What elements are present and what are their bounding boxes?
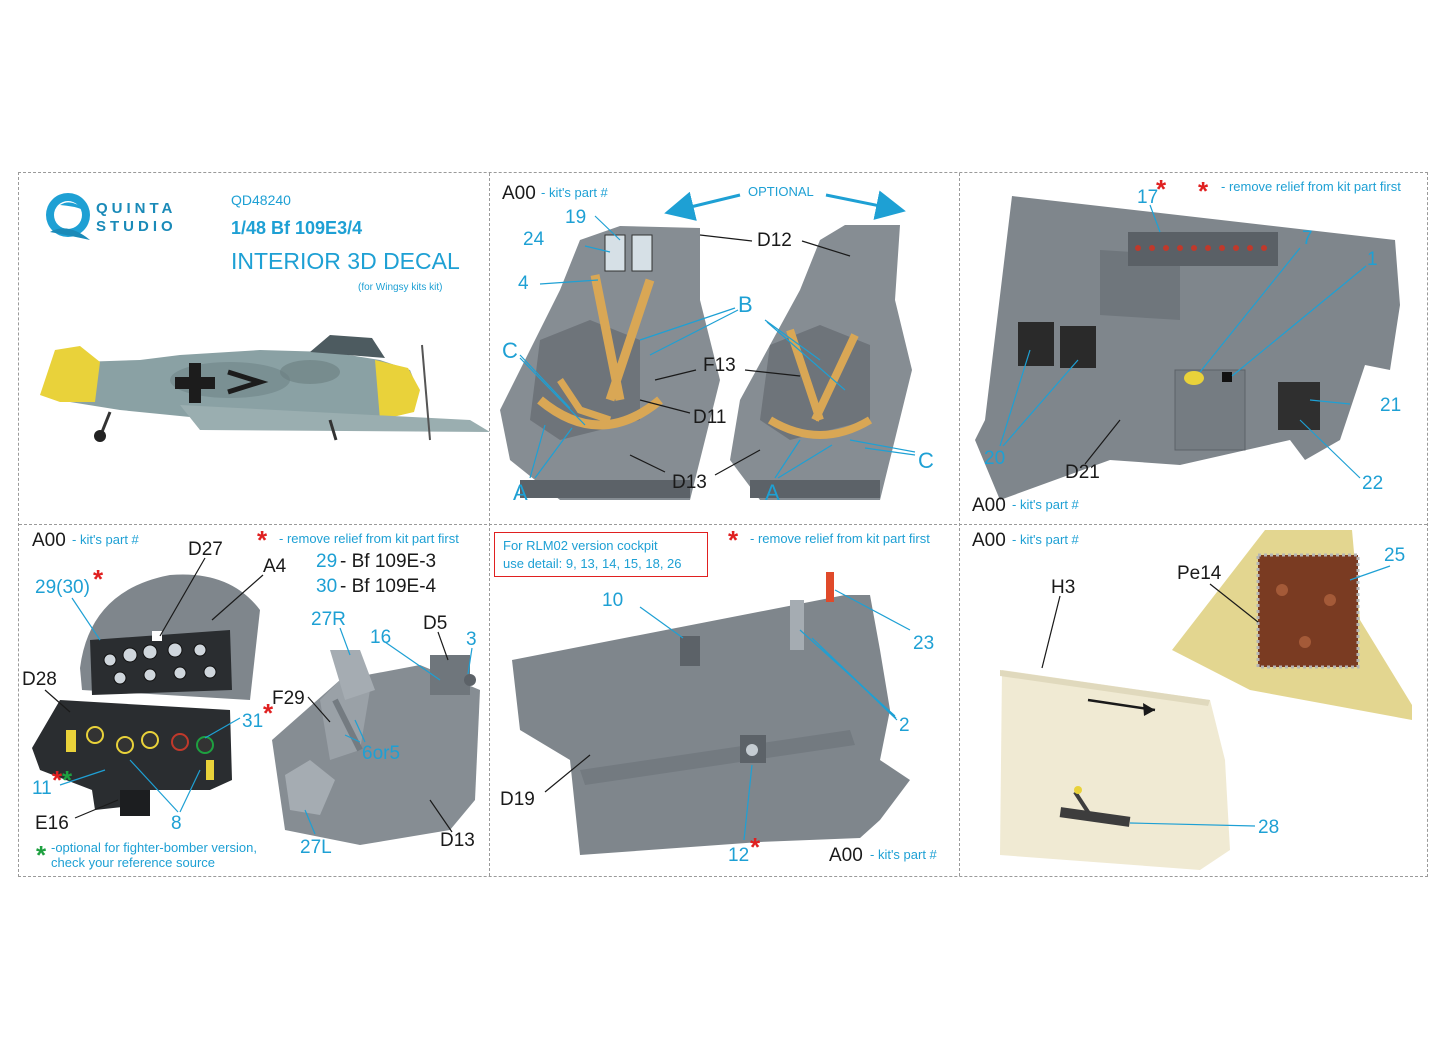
kit-part-text: - kit's part # <box>870 847 937 862</box>
rear-label-H3: H3 <box>1051 577 1076 598</box>
rear-label-28: 28 <box>1258 817 1280 838</box>
optional-label: OPTIONAL <box>748 184 814 199</box>
rlm02-note: For RLM02 version cockpit use detail: 9,… <box>494 532 708 578</box>
wall-label-22: 22 <box>1362 473 1384 494</box>
rlm02-note-line2: use detail: 9, 13, 14, 15, 18, 26 <box>503 555 682 571</box>
warning-asterisk: * <box>1198 176 1209 206</box>
optional-asterisk-11: * <box>62 765 73 795</box>
left-wall-label-D19: D19 <box>500 789 535 810</box>
kit-part-code: A00 <box>972 530 1006 551</box>
warning-asterisk-11: * <box>52 765 63 795</box>
seat-label-D13: D13 <box>672 472 707 493</box>
optional-asterisk: * <box>36 840 47 870</box>
warning-asterisk-29: * <box>93 564 104 594</box>
warning-asterisk: * <box>728 525 739 555</box>
dash-label-31: 31 <box>242 711 264 732</box>
kit-part-text: - kit's part # <box>72 532 139 547</box>
seat-label-4: 4 <box>518 273 529 294</box>
floor-label-3: 3 <box>466 629 477 650</box>
instruction-sheet <box>18 172 1428 877</box>
left-wall-label-10: 10 <box>602 590 624 611</box>
seat-label-19: 19 <box>565 207 587 228</box>
seat-label-D12: D12 <box>757 230 792 251</box>
seat-label-C-right: C <box>918 448 934 473</box>
dash-label-E16: E16 <box>35 813 69 834</box>
dash-label-D28: D28 <box>22 669 57 690</box>
floor-label-F29: F29 <box>272 688 305 709</box>
dash-label-11: 11 <box>32 778 52 799</box>
kit-part-code: A00 <box>32 530 66 551</box>
seat-label-F13: F13 <box>703 355 736 376</box>
floor-label-6or5: 6or5 <box>362 743 401 764</box>
seat-label-24: 24 <box>523 229 545 250</box>
floor-label-16: 16 <box>370 627 392 648</box>
seat-label-A-left: A <box>513 480 528 505</box>
kit-part-code: A00 <box>972 495 1006 516</box>
dash-label-D27: D27 <box>188 539 223 560</box>
rear-label-25: 25 <box>1384 545 1406 566</box>
kit-part-code: A00 <box>829 845 863 866</box>
warning-asterisk-31: * <box>263 698 274 728</box>
wall-label-D21: D21 <box>1065 462 1100 483</box>
divider-horizontal <box>19 524 1427 525</box>
wall-label-7: 7 <box>1302 228 1313 249</box>
floor-label-27R: 27R <box>311 609 346 630</box>
model-title: 1/48 Bf 109E3/4 <box>231 218 363 238</box>
rlm02-note-line1: For RLM02 version cockpit <box>503 538 658 553</box>
seat-label-B: B <box>738 292 753 317</box>
wall-label-20: 20 <box>984 448 1006 469</box>
remove-relief-note: - remove relief from kit part first <box>279 531 459 546</box>
dash-label-A4: A4 <box>263 556 287 577</box>
left-wall-label-23: 23 <box>913 633 935 654</box>
left-wall-label-2: 2 <box>899 715 910 736</box>
brand-line1: QUINTA <box>96 200 177 217</box>
rear-label-Pe14: Pe14 <box>1177 563 1222 584</box>
kit-part-text: - kit's part # <box>1012 497 1079 512</box>
kit-part-text: - kit's part # <box>541 185 608 200</box>
kit-part-code: A00 <box>502 183 536 204</box>
wall-label-21: 21 <box>1380 395 1402 416</box>
left-wall-label-12: 12 <box>728 845 750 866</box>
variant-30-text: - Bf 109E-4 <box>340 576 437 597</box>
optional-note-line2: check your reference source <box>51 855 216 870</box>
variant-30-number: 30 <box>316 576 338 597</box>
seat-label-C-left: C <box>502 338 518 363</box>
variant-29-text: - Bf 109E-3 <box>340 551 437 572</box>
variant-29-number: 29 <box>316 551 338 572</box>
floor-label-27L: 27L <box>300 837 332 858</box>
warning-asterisk-17: * <box>1156 174 1167 204</box>
floor-label-D13: D13 <box>440 830 475 851</box>
floor-label-D5: D5 <box>423 613 448 634</box>
remove-relief-note: - remove relief from kit part first <box>750 531 930 546</box>
dash-label-29-30: 29(30) <box>35 577 90 598</box>
optional-note-line1: -optional for fighter-bomber version, <box>51 840 257 855</box>
kit-note: (for Wingsy kits kit) <box>358 282 443 293</box>
kit-part-text: - kit's part # <box>1012 532 1079 547</box>
dash-label-8: 8 <box>171 813 182 834</box>
wall-label-17: 17 <box>1137 187 1159 208</box>
wall-label-1: 1 <box>1367 249 1378 270</box>
remove-relief-note: - remove relief from kit part first <box>1221 179 1401 194</box>
warning-asterisk-12: * <box>750 832 761 862</box>
product-type: INTERIOR 3D DECAL <box>231 248 460 274</box>
brand-line2: STUDIO <box>96 218 177 235</box>
seat-label-D11: D11 <box>693 407 727 428</box>
product-code: QD48240 <box>231 192 291 208</box>
seat-label-A-right: A <box>765 480 780 505</box>
warning-asterisk: * <box>257 525 268 555</box>
